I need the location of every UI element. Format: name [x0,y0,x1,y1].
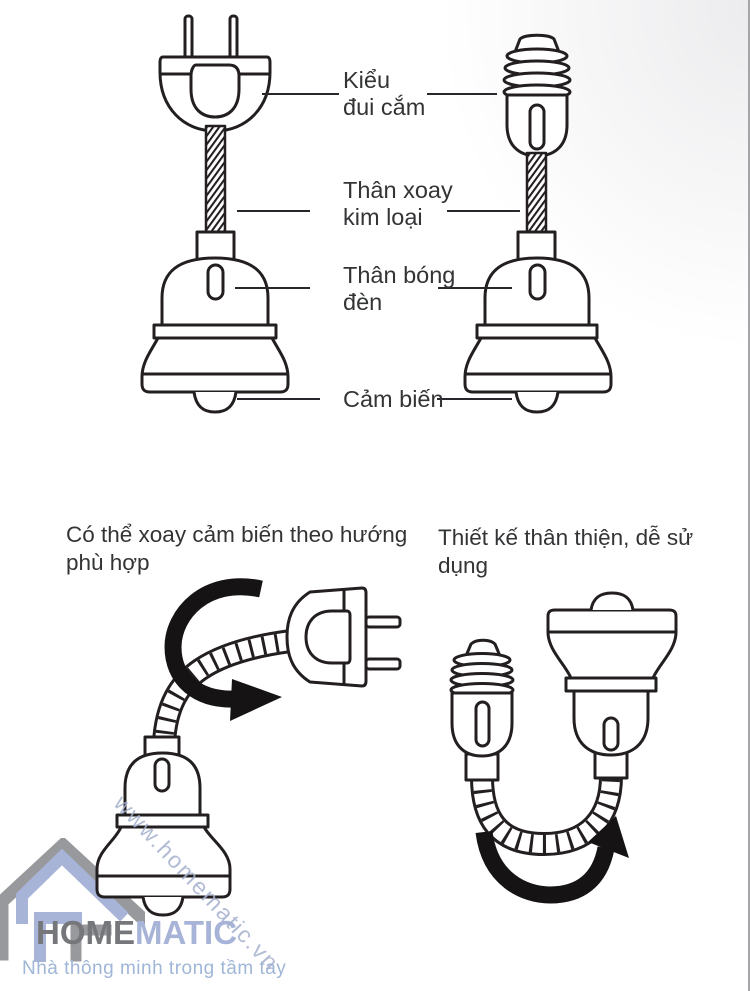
plug-prongs [185,16,237,60]
lamp-collar [566,678,656,691]
sensor-dome [143,897,183,915]
leader-line [237,210,310,212]
flexible-metal-neck [482,776,611,844]
rotating-plug-illustration [85,575,415,920]
plug-body [160,57,270,131]
leader-line [438,287,512,289]
rotation-arrow [173,587,282,721]
lamp-collar [477,325,597,338]
flexible-neck-adapter-illustration [430,590,740,920]
leader-line [427,93,497,95]
sensor-dome [194,392,236,412]
lamp-bell [548,610,676,678]
brand-name-matic: MATIC [135,914,238,951]
caption-friendly-design: Thiết kế thân thiện, dễ sử dụng [438,525,694,578]
plug-prongs [366,617,400,669]
label-sensor: Cảm biến [343,386,444,412]
sensor-dome [516,392,558,412]
brand-name-home: HOME [36,914,135,951]
e27-screw-base [504,35,570,156]
leader-line [447,210,520,212]
lamp-bell [465,338,611,392]
lamp-bell [97,827,230,897]
flexible-metal-neck [164,641,291,743]
label-plug-type: Kiểu đui cắm [343,67,426,120]
brand-tagline: Nhà thông minh trong tầm tay [22,958,287,979]
brand-name: HOMEMATIC [36,914,237,952]
leader-line [235,287,310,289]
socket-housing [485,258,589,332]
caption-rotate-sensor: Có thể xoay cảm biến theo hướng phù hợp [66,522,408,575]
leader-line [437,398,512,400]
leader-line [262,93,339,95]
socket-housing [162,258,268,332]
plug-body [287,588,366,686]
sensor-dome [591,593,633,610]
e27-screw-adapter-illustration [455,25,655,420]
socket-housing [574,690,648,755]
two-pin-plug-adapter-illustration [130,10,300,415]
flexible-metal-neck [527,153,546,235]
label-lamp-body: Thân bóng đèn [343,262,456,315]
rotation-arrow [484,816,629,895]
leader-line [237,398,320,400]
label-metal-swivel-neck: Thân xoay kim loại [343,177,453,230]
lamp-collar [154,325,276,338]
flexible-metal-neck [206,126,225,234]
socket-housing [125,753,200,822]
e27-screw-base [451,640,513,780]
lamp-bell [142,338,288,392]
